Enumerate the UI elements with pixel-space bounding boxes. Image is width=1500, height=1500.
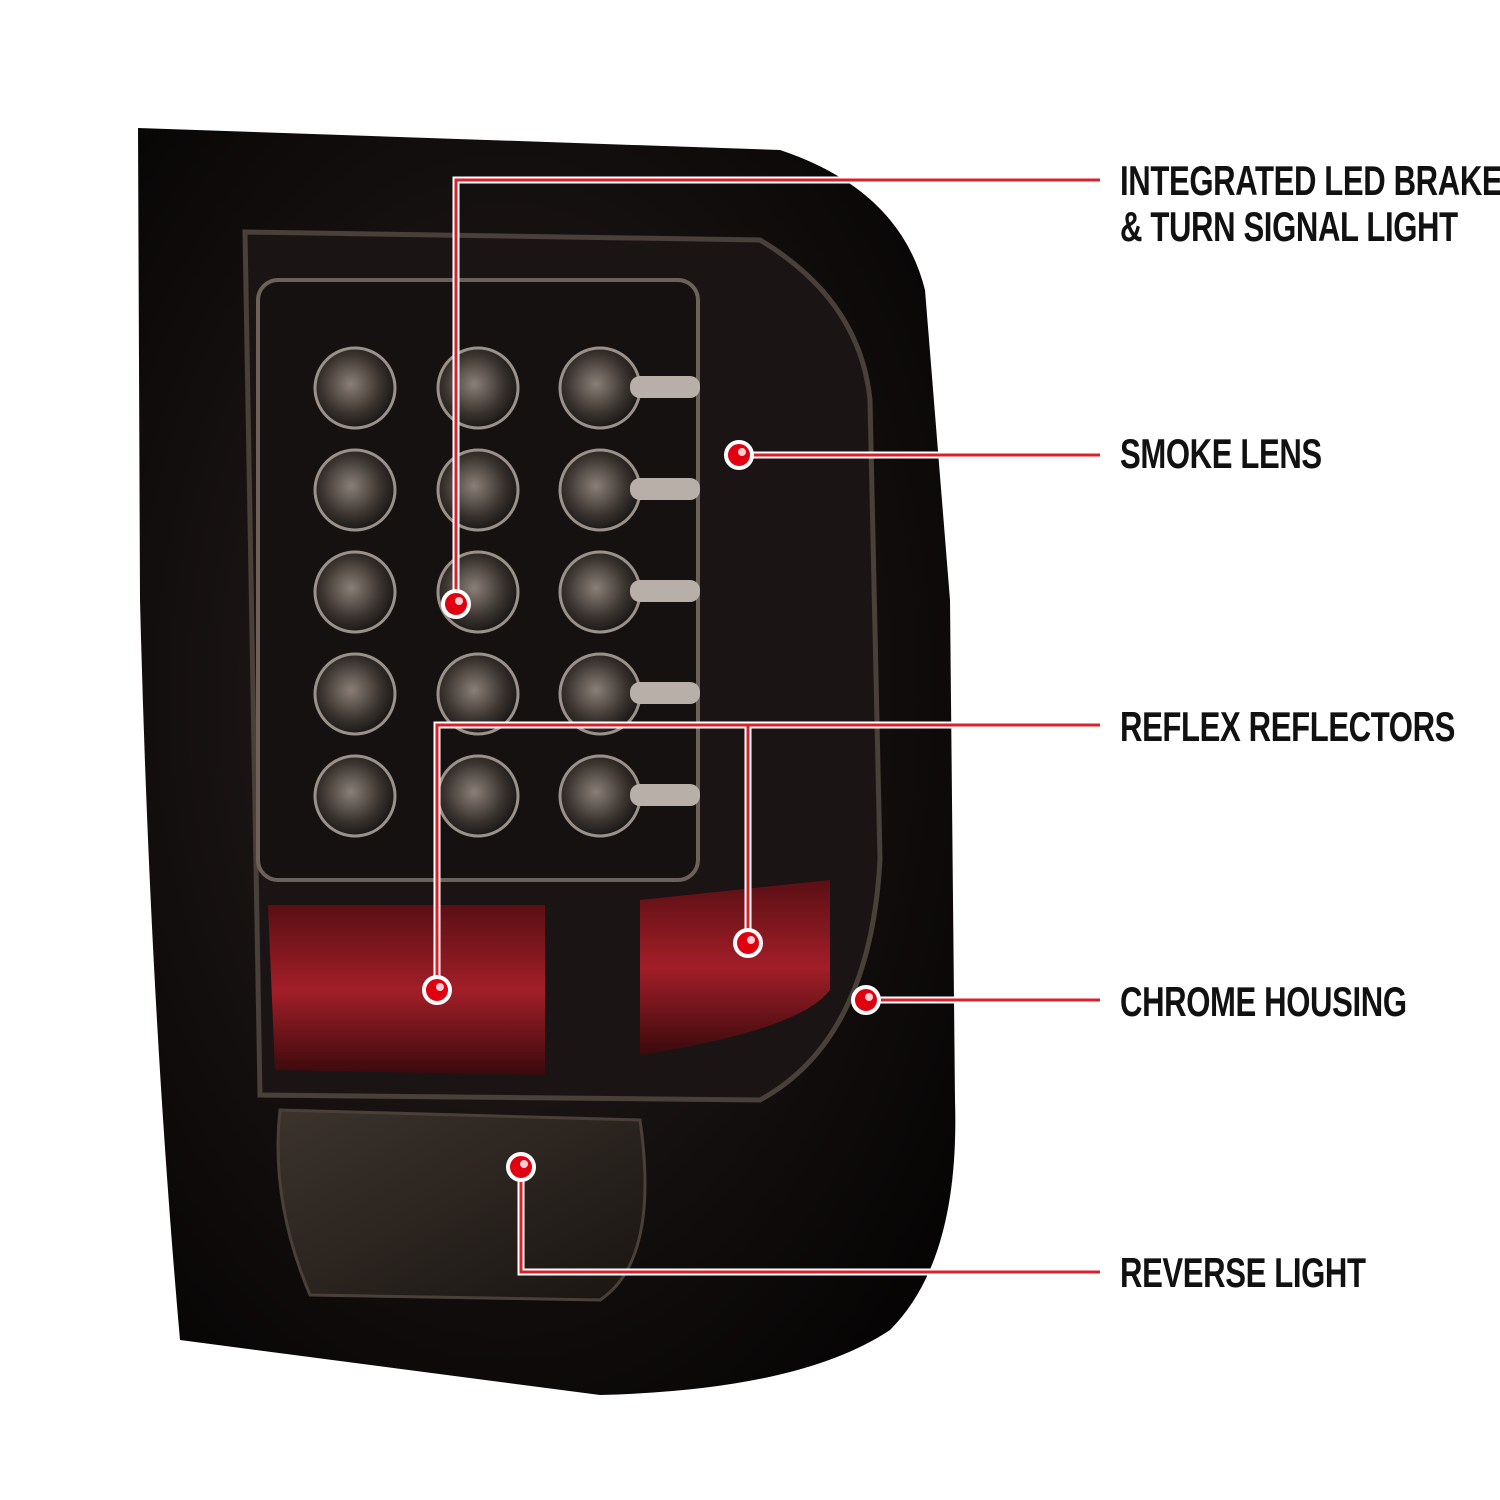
callout-dot-reflex	[422, 975, 452, 1005]
callout-text: SMOKE LENS	[1120, 430, 1322, 477]
callout-line-led	[454, 178, 1100, 604]
callout-line-reflex	[435, 723, 1100, 990]
reverse-lens	[276, 1108, 647, 1302]
reflex-reflector-right	[640, 880, 830, 1055]
callout-dot-chrome	[851, 985, 881, 1015]
led-bulb	[558, 346, 642, 430]
led-bulb	[558, 754, 642, 838]
callout-label-chrome-housing: CHROME HOUSING	[1120, 979, 1407, 1025]
callout-text: INTEGRATED LED BRAKE	[1120, 157, 1500, 204]
led-stem	[630, 478, 700, 500]
callout-dot-highlight	[455, 597, 463, 605]
led-bulb	[436, 448, 520, 532]
callout-dot-highlight	[865, 993, 873, 1001]
callout-dot-highlight	[747, 936, 755, 944]
led-bulb	[436, 652, 520, 736]
led-bulb	[313, 448, 397, 532]
led-stem	[630, 682, 700, 704]
callout-label-reverse-light: REVERSE LIGHT	[1120, 1250, 1366, 1296]
led-stem	[630, 580, 700, 602]
led-bulb	[313, 754, 397, 838]
callout-text: REVERSE LIGHT	[1120, 1249, 1366, 1296]
led-bulb	[558, 448, 642, 532]
callout-dot-reverse	[506, 1152, 536, 1182]
reflex-reflector-left	[268, 905, 545, 1075]
led-bulb	[313, 550, 397, 634]
callout-text: & TURN SIGNAL LIGHT	[1120, 203, 1458, 250]
callout-lines	[422, 176, 1100, 1276]
led-bulb	[436, 346, 520, 430]
led-stem	[630, 784, 700, 806]
callout-dot-led	[441, 589, 471, 619]
callout-label-led: INTEGRATED LED BRAKE & TURN SIGNAL LIGHT	[1120, 158, 1500, 250]
callout-label-smoke-lens: SMOKE LENS	[1120, 431, 1322, 477]
led-bulb	[558, 550, 642, 634]
callout-label-reflex-reflectors: REFLEX REFLECTORS	[1120, 704, 1455, 750]
led-stem	[630, 376, 700, 398]
callout-dot-smoke	[724, 440, 754, 470]
callout-text: REFLEX REFLECTORS	[1120, 703, 1456, 750]
callout-text: CHROME HOUSING	[1120, 978, 1407, 1025]
callout-dot-highlight	[436, 983, 444, 991]
callout-dot-reflex	[733, 928, 763, 958]
led-bulb	[313, 652, 397, 736]
led-bulb	[436, 754, 520, 838]
led-bulb	[313, 346, 397, 430]
callout-dot-highlight	[520, 1160, 528, 1168]
callout-dot-highlight	[738, 448, 746, 456]
callout-line-reverse	[519, 1167, 1100, 1274]
